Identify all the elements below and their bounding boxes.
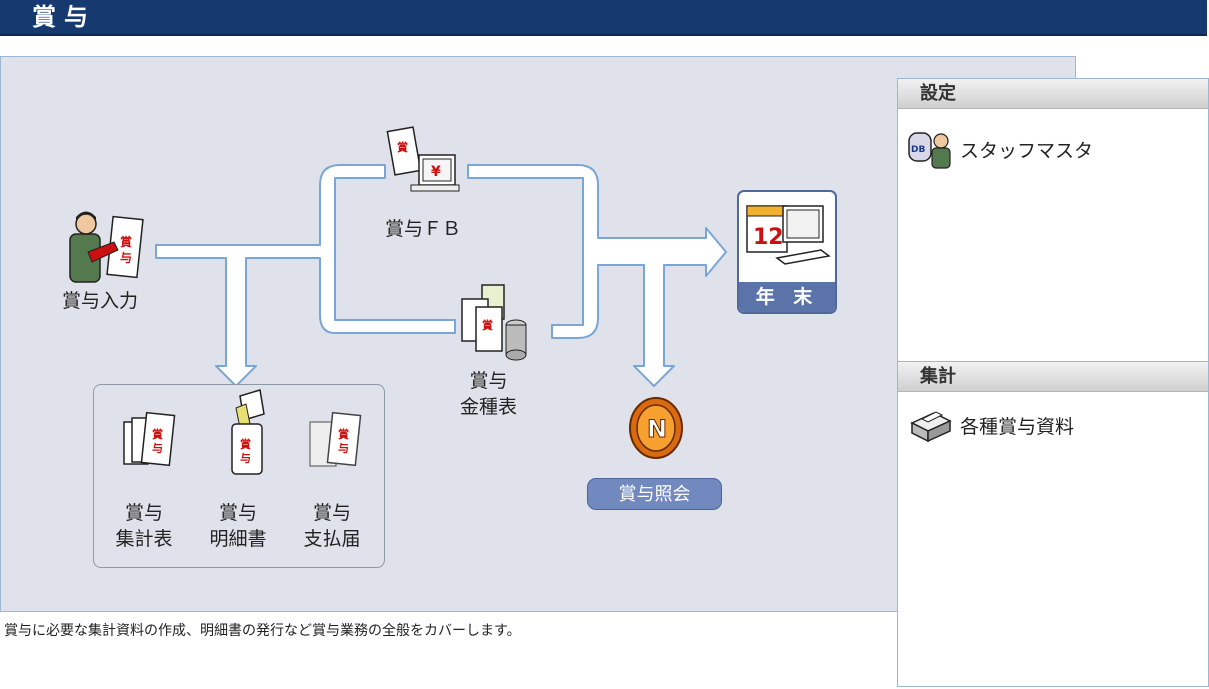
kinshu-label[interactable]: 賞与 金種表 [460, 368, 517, 420]
db-icon-text: DB [911, 145, 925, 155]
report-meisai[interactable]: 賞与 明細書 [202, 500, 274, 552]
svg-text:与: 与 [120, 251, 132, 265]
svg-text:¥: ¥ [431, 164, 441, 180]
calendar-day: 12 [753, 225, 784, 250]
db-staff-icon: DB [908, 132, 951, 169]
side-divider [898, 361, 1208, 362]
report-shukei-line2: 集計表 [115, 528, 173, 550]
arrow-main [155, 164, 456, 387]
staff-master-link[interactable]: DB スタッフマスタ [908, 129, 1093, 169]
report-shiharai-line1: 賞与 [312, 502, 351, 524]
report-meisai-line1: 賞与 [218, 502, 257, 524]
kinshu-label-line1: 賞与 [469, 370, 508, 392]
kinshu-label-line2: 金種表 [460, 396, 518, 418]
report-shiharai-line2: 支払届 [303, 528, 361, 550]
settings-header: 設定 [898, 79, 1208, 109]
report-shukei-line1: 賞与 [124, 502, 163, 524]
input-icon: 賞 与 [69, 211, 144, 283]
totals-header: 集計 [898, 362, 1208, 392]
svg-text:賞: 賞 [120, 234, 132, 249]
svg-text:賞: 賞 [482, 318, 493, 332]
report-meisai-line2: 明細書 [209, 528, 267, 550]
svg-text:賞: 賞 [397, 140, 408, 154]
flow-arrows [155, 164, 727, 387]
fb-icon: 賞 ¥ [386, 126, 460, 192]
bonus-materials-label: 各種賞与資料 [960, 415, 1075, 438]
shoukai-icon: N [629, 397, 683, 459]
arrow-right [467, 164, 727, 387]
side-panel: 設定 DB スタッフマスタ 集計 各種賞与資料 [897, 78, 1209, 687]
header-bar: 賞与 [0, 0, 1207, 36]
kinshu-icon: 賞 [461, 284, 527, 361]
svg-text:N: N [647, 415, 667, 443]
report-shukei[interactable]: 賞与 集計表 [108, 500, 180, 552]
description-text: 賞与に必要な集計資料の作成、明細書の発行など賞与業務の全般をカバーします。 [4, 623, 521, 639]
shoukai-button[interactable]: 賞与照会 [587, 478, 722, 510]
fb-label[interactable]: 賞与ＦＢ [385, 218, 462, 240]
calendar-monitor-icon: 12 [746, 205, 831, 265]
nenmatsu-button[interactable]: 12 年 末 [737, 190, 837, 314]
page-title: 賞与 [32, 3, 96, 31]
printer-icon [910, 411, 952, 443]
nenmatsu-label: 年 末 [739, 282, 835, 312]
flow-diagram: 賞 与 賞 ¥ 賞 N [69, 126, 727, 459]
report-shiharai[interactable]: 賞与 支払届 [296, 500, 368, 552]
staff-master-label: スタッフマスタ [960, 139, 1094, 162]
bonus-materials-link[interactable]: 各種賞与資料 [908, 407, 1074, 443]
input-label[interactable]: 賞与入力 [62, 290, 139, 312]
